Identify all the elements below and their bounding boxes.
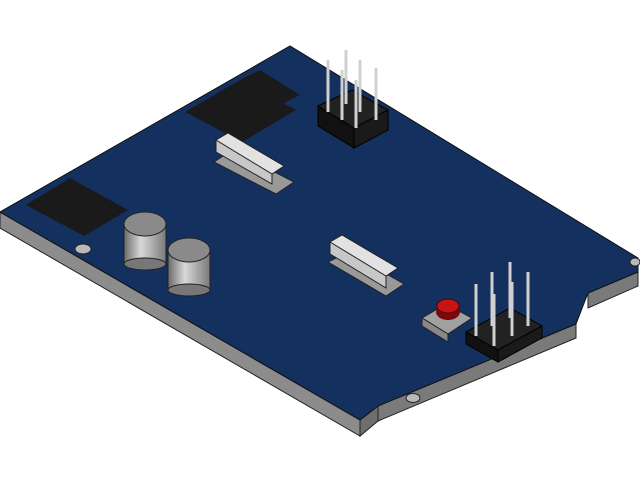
pad xyxy=(26,178,128,236)
pad xyxy=(240,70,300,105)
pads xyxy=(26,70,300,236)
mounting-hole xyxy=(405,393,421,403)
crystal-1 xyxy=(213,132,295,195)
mounting-hole xyxy=(629,257,640,267)
pin-header-bottom xyxy=(464,262,544,363)
capacitor-1 xyxy=(123,211,167,271)
capacitor-2 xyxy=(167,237,211,297)
board xyxy=(0,45,639,438)
pin-header-top xyxy=(316,50,390,149)
mounting-hole xyxy=(74,243,92,255)
push-button xyxy=(421,298,473,343)
board-top xyxy=(0,45,639,421)
crystal-2 xyxy=(326,234,405,297)
